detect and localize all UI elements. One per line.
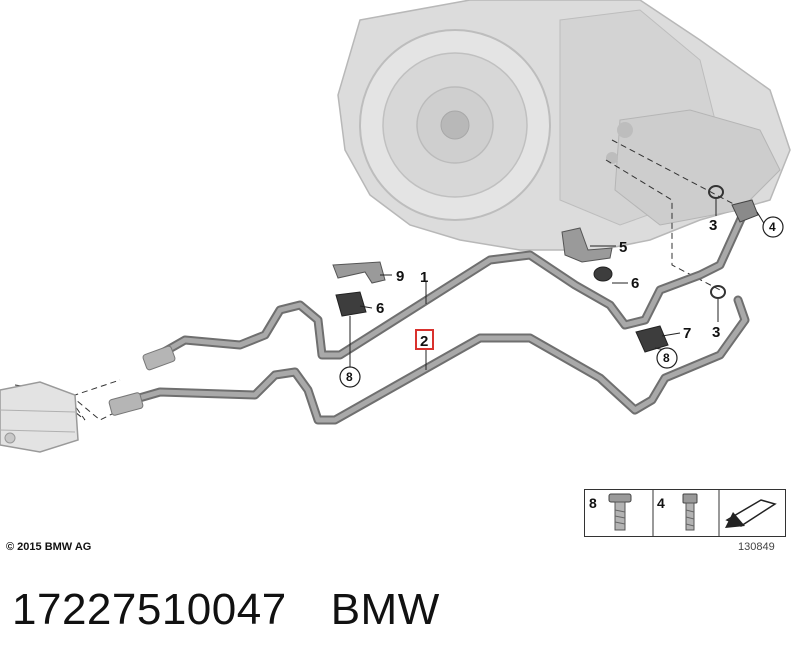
transmission-housing [337, 0, 791, 251]
oil-cooler [0, 381, 79, 453]
parts-diagram: 1 2 3 3 4 5 6 6 7 8 8 9 [0, 0, 791, 453]
legend-table: 8 4 [584, 489, 786, 537]
direction-arrow-icon [725, 499, 777, 528]
bolt-with-collar-icon [608, 493, 632, 531]
callout-8-left: 8 [346, 370, 353, 384]
callout-4: 4 [769, 220, 776, 234]
callout-9: 9 [396, 268, 404, 285]
legend-graphics: 8 4 [589, 490, 777, 536]
callout-1: 1 [420, 269, 428, 286]
legend-label-8: 8 [589, 495, 597, 511]
part-number: 17227510047 [12, 585, 287, 634]
footer-caption: 17227510047 BMW [12, 585, 440, 635]
o-ring-3-upper [708, 185, 724, 199]
grommet-6-right [593, 266, 613, 282]
o-ring-3-lower [710, 285, 726, 299]
bracket-5 [561, 227, 613, 263]
callout-8-right-circle [656, 347, 678, 369]
callout-7: 7 [683, 325, 691, 342]
hex-bolt-icon [682, 493, 698, 531]
callouts: 1 2 3 3 4 5 6 6 7 8 8 9 [339, 216, 784, 388]
oil-line-1 [142, 205, 750, 371]
callout-2: 2 [420, 333, 428, 350]
callout-8-right: 8 [663, 351, 670, 365]
copyright-notice: © 2015 BMW AG [6, 541, 92, 553]
clip-7 [635, 325, 669, 353]
brand-name: BMW [330, 585, 440, 634]
callout-3-upper: 3 [709, 217, 717, 234]
callout-8-left-circle [339, 366, 361, 388]
callout-6-left: 6 [376, 300, 384, 317]
clip-6-left [335, 291, 367, 317]
callout-6-right: 6 [631, 275, 639, 292]
fitting-4 [731, 199, 759, 223]
callout-4-circle [762, 216, 784, 238]
bracket-9 [332, 261, 386, 284]
callout-3-lower: 3 [712, 324, 720, 341]
callout-2-highlight [415, 329, 434, 350]
oil-line-2 [108, 295, 750, 425]
callout-leaders [349, 199, 766, 370]
legend-label-4: 4 [657, 495, 665, 511]
callout-5: 5 [619, 239, 627, 256]
diagram-reference-number: 130849 [738, 541, 775, 553]
